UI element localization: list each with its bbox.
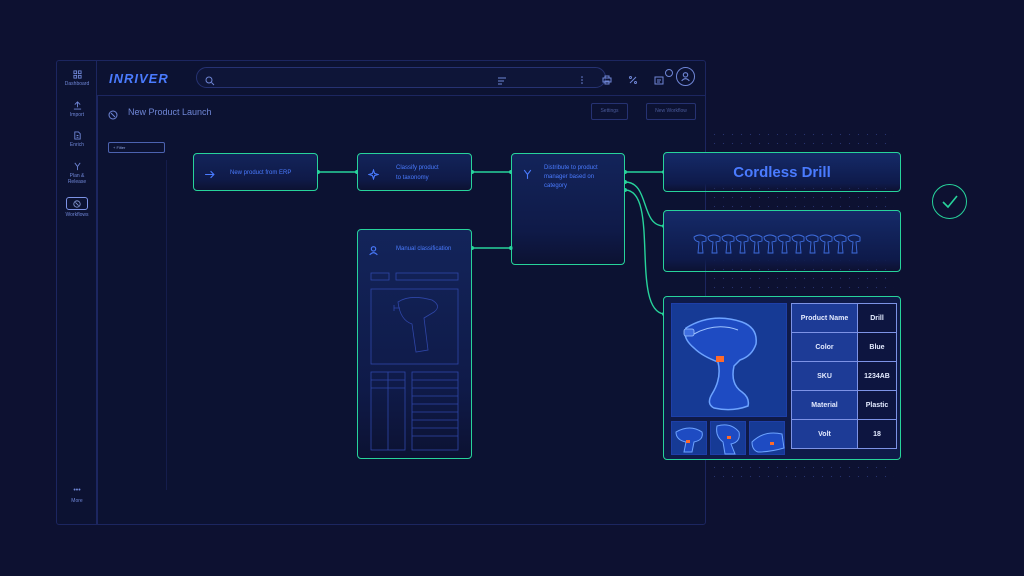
- spec-value[interactable]: Blue: [857, 332, 897, 362]
- user-icon: [368, 243, 379, 256]
- workflow-status-icon: [108, 107, 118, 120]
- node-label: Distribute to product: [544, 165, 598, 171]
- filter-list-icon[interactable]: [497, 73, 507, 85]
- document-icon: [73, 131, 82, 140]
- product-title: Cordless Drill: [733, 164, 831, 181]
- upload-icon: [73, 101, 82, 110]
- drill-variant-icon: [735, 234, 749, 254]
- product-thumbnail[interactable]: [710, 421, 746, 455]
- spec-value[interactable]: Drill: [857, 303, 897, 333]
- drill-image: [683, 317, 757, 411]
- product-title-card[interactable]: Cordless Drill: [663, 152, 901, 192]
- workflow-complete-check-icon: [932, 184, 967, 219]
- workflow-node-erp[interactable]: New product from ERP: [193, 153, 318, 191]
- workflow-icon: [66, 197, 88, 210]
- printer-icon[interactable]: [602, 72, 612, 85]
- spec-key: Product Name: [791, 303, 858, 333]
- settings-button[interactable]: Settings: [591, 103, 628, 120]
- spec-value[interactable]: Plastic: [857, 390, 897, 420]
- node-label: New product from ERP: [230, 170, 292, 176]
- node-label: to taxonomy: [396, 175, 429, 181]
- avatar[interactable]: [676, 67, 695, 86]
- drill-variant-icon: [693, 234, 707, 254]
- sidebar-item-label-2: Release: [67, 179, 87, 185]
- sidebar-item-workflows[interactable]: Workflows: [57, 197, 97, 218]
- workflow-node-classify[interactable]: Classify product to taxonomy: [357, 153, 472, 191]
- drill-variant-icon: [805, 234, 819, 254]
- sidebar-item-dashboard[interactable]: Dashboard: [57, 70, 97, 87]
- product-thumbnail[interactable]: [749, 421, 785, 455]
- sidebar-item-enrich[interactable]: Enrich: [57, 131, 97, 148]
- workflow-node-manual[interactable]: Manual classification: [357, 229, 472, 459]
- product-thumbnail[interactable]: [671, 421, 707, 455]
- classification-form-wireframe: [370, 272, 459, 451]
- sparkle-icon: [367, 167, 380, 181]
- search-icon: [205, 73, 215, 86]
- sidebar-item-plan-release[interactable]: Plan & Release: [57, 162, 97, 185]
- filter-button[interactable]: + Filter: [108, 142, 165, 153]
- dashboard-icon: [72, 70, 82, 79]
- more-icon: •••: [73, 487, 81, 494]
- drill-variant-icon: [721, 234, 735, 254]
- drill-variant-icon: [763, 234, 777, 254]
- node-label: category: [544, 183, 568, 189]
- drill-variant-icon: [707, 234, 721, 254]
- page-title: New Product Launch: [128, 107, 212, 117]
- percent-icon[interactable]: [628, 72, 638, 84]
- filter-panel: [107, 160, 167, 490]
- node-label: Classify product: [396, 165, 439, 171]
- branch-icon: [522, 167, 533, 179]
- sidebar-item-label: Plan &: [69, 173, 85, 179]
- workflow-node-distribute[interactable]: Distribute to product manager based on c…: [511, 153, 625, 265]
- spec-key: Material: [791, 390, 858, 420]
- new-workflow-button[interactable]: New Workflow: [646, 103, 696, 120]
- spec-key: SKU: [791, 361, 858, 391]
- sidebar: Dashboard Import Enrich Plan & Release W…: [57, 61, 97, 524]
- drill-variants-strip: [693, 234, 861, 254]
- sidebar-item-import[interactable]: Import: [57, 101, 97, 118]
- drill-variant-icon: [833, 234, 847, 254]
- sidebar-item-label: Enrich: [69, 142, 85, 148]
- drill-variant-icon: [791, 234, 805, 254]
- spec-key: Color: [791, 332, 858, 362]
- notification-badge: [665, 69, 673, 77]
- spec-key: Volt: [791, 419, 858, 449]
- sidebar-item-more[interactable]: ••• More: [57, 487, 97, 504]
- sidebar-item-label: Workflows: [65, 212, 89, 218]
- drill-variant-icon: [749, 234, 763, 254]
- product-variants-card[interactable]: [663, 210, 901, 272]
- main-content: New Product Launch Settings New Workflow…: [97, 95, 705, 525]
- drill-variant-icon: [819, 234, 833, 254]
- drill-variant-icon: [777, 234, 791, 254]
- spec-value[interactable]: 18: [857, 419, 897, 449]
- node-label: manager based on: [544, 174, 595, 180]
- sidebar-item-label: Dashboard: [64, 81, 90, 87]
- app-logo: INRIVER: [109, 71, 169, 86]
- kebab-menu-icon[interactable]: [577, 72, 587, 84]
- arrow-right-icon: [204, 167, 215, 179]
- node-label: Manual classification: [396, 246, 452, 252]
- product-image: [671, 303, 787, 417]
- drill-variant-icon: [847, 234, 861, 254]
- notifications-icon[interactable]: [654, 72, 664, 85]
- sidebar-item-label: Import: [69, 112, 85, 118]
- spec-value[interactable]: 1234AB: [857, 361, 897, 391]
- branch-icon: [73, 162, 82, 171]
- sidebar-item-label: More: [71, 498, 83, 504]
